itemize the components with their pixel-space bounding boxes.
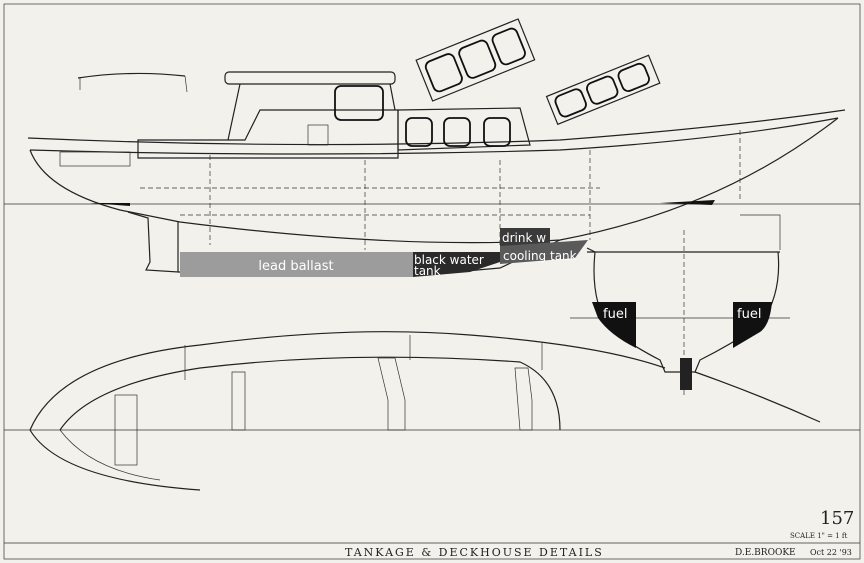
handrail-detail <box>77 72 186 79</box>
drink-water-label: drink w <box>502 231 546 245</box>
deckhouse-aft <box>137 109 399 159</box>
deckhouse-roof <box>224 71 396 85</box>
designer-name: D.E.BROOKE <box>735 548 796 558</box>
plan-inner-stern <box>59 429 161 481</box>
handrail-legs <box>79 75 188 93</box>
cooling-tank <box>500 240 588 264</box>
fuel-tank-port <box>592 302 636 348</box>
wl-mark-fwd <box>660 200 715 205</box>
deckhouse-detail-box <box>307 124 329 146</box>
keel-profile <box>127 211 179 273</box>
sheet-border <box>3 3 861 560</box>
hull-profile <box>29 117 839 244</box>
plan-post-3 <box>514 367 533 431</box>
deckhouse-posts <box>227 83 396 141</box>
lead-ballast-label: lead ballast <box>258 259 333 274</box>
cooling-tank-label: cooling tank <box>503 249 577 263</box>
port-window-1 <box>405 117 433 147</box>
fuel-label-stbd: fuel <box>737 307 761 322</box>
fuel-tank-stbd <box>733 302 772 348</box>
lead-ballast-tank <box>180 252 413 277</box>
wl-mark-aft <box>90 203 130 206</box>
black-water-label-1: black water <box>414 253 484 267</box>
drawing-scale: SCALE 1" = 1 ft <box>790 532 847 540</box>
deck-line <box>29 117 839 155</box>
plan-bow-line <box>694 371 821 423</box>
plan-box-1 <box>114 394 138 466</box>
fuel-label-port: fuel <box>603 307 627 322</box>
port-window-2 <box>443 117 471 147</box>
drawing-date: Oct 22 '93 <box>810 548 852 557</box>
plan-stern-curve <box>29 429 201 491</box>
section-view: fuel fuel <box>570 214 790 395</box>
title-block: TANKAGE & DECKHOUSE DETAILS D.E.BROOKE O… <box>345 508 854 559</box>
plan-post-1 <box>231 371 246 431</box>
plan-inner-deck <box>59 356 561 431</box>
plan-post-2 <box>377 357 406 431</box>
black-water-tank <box>413 252 500 277</box>
window-frame-detail-2 <box>545 54 661 126</box>
section-keel <box>680 358 692 390</box>
profile-view: lead ballast black water tank drink w co… <box>4 18 860 278</box>
plan-outer-sheer <box>29 331 666 431</box>
drink-water-tank <box>500 228 550 246</box>
port-window-3 <box>483 117 511 147</box>
drawing-title: TANKAGE & DECKHOUSE DETAILS <box>345 546 604 559</box>
cockpit-seat <box>59 151 131 167</box>
sheet-number: 157 <box>820 508 854 529</box>
deckhouse-fwd <box>397 107 531 151</box>
sheer-line <box>27 109 846 146</box>
section-dim-line <box>740 214 781 250</box>
plan-view <box>4 331 860 491</box>
black-water-label-2: tank <box>414 264 441 278</box>
deckhouse-window-aft <box>334 85 384 121</box>
window-frame-detail-1 <box>415 18 536 102</box>
